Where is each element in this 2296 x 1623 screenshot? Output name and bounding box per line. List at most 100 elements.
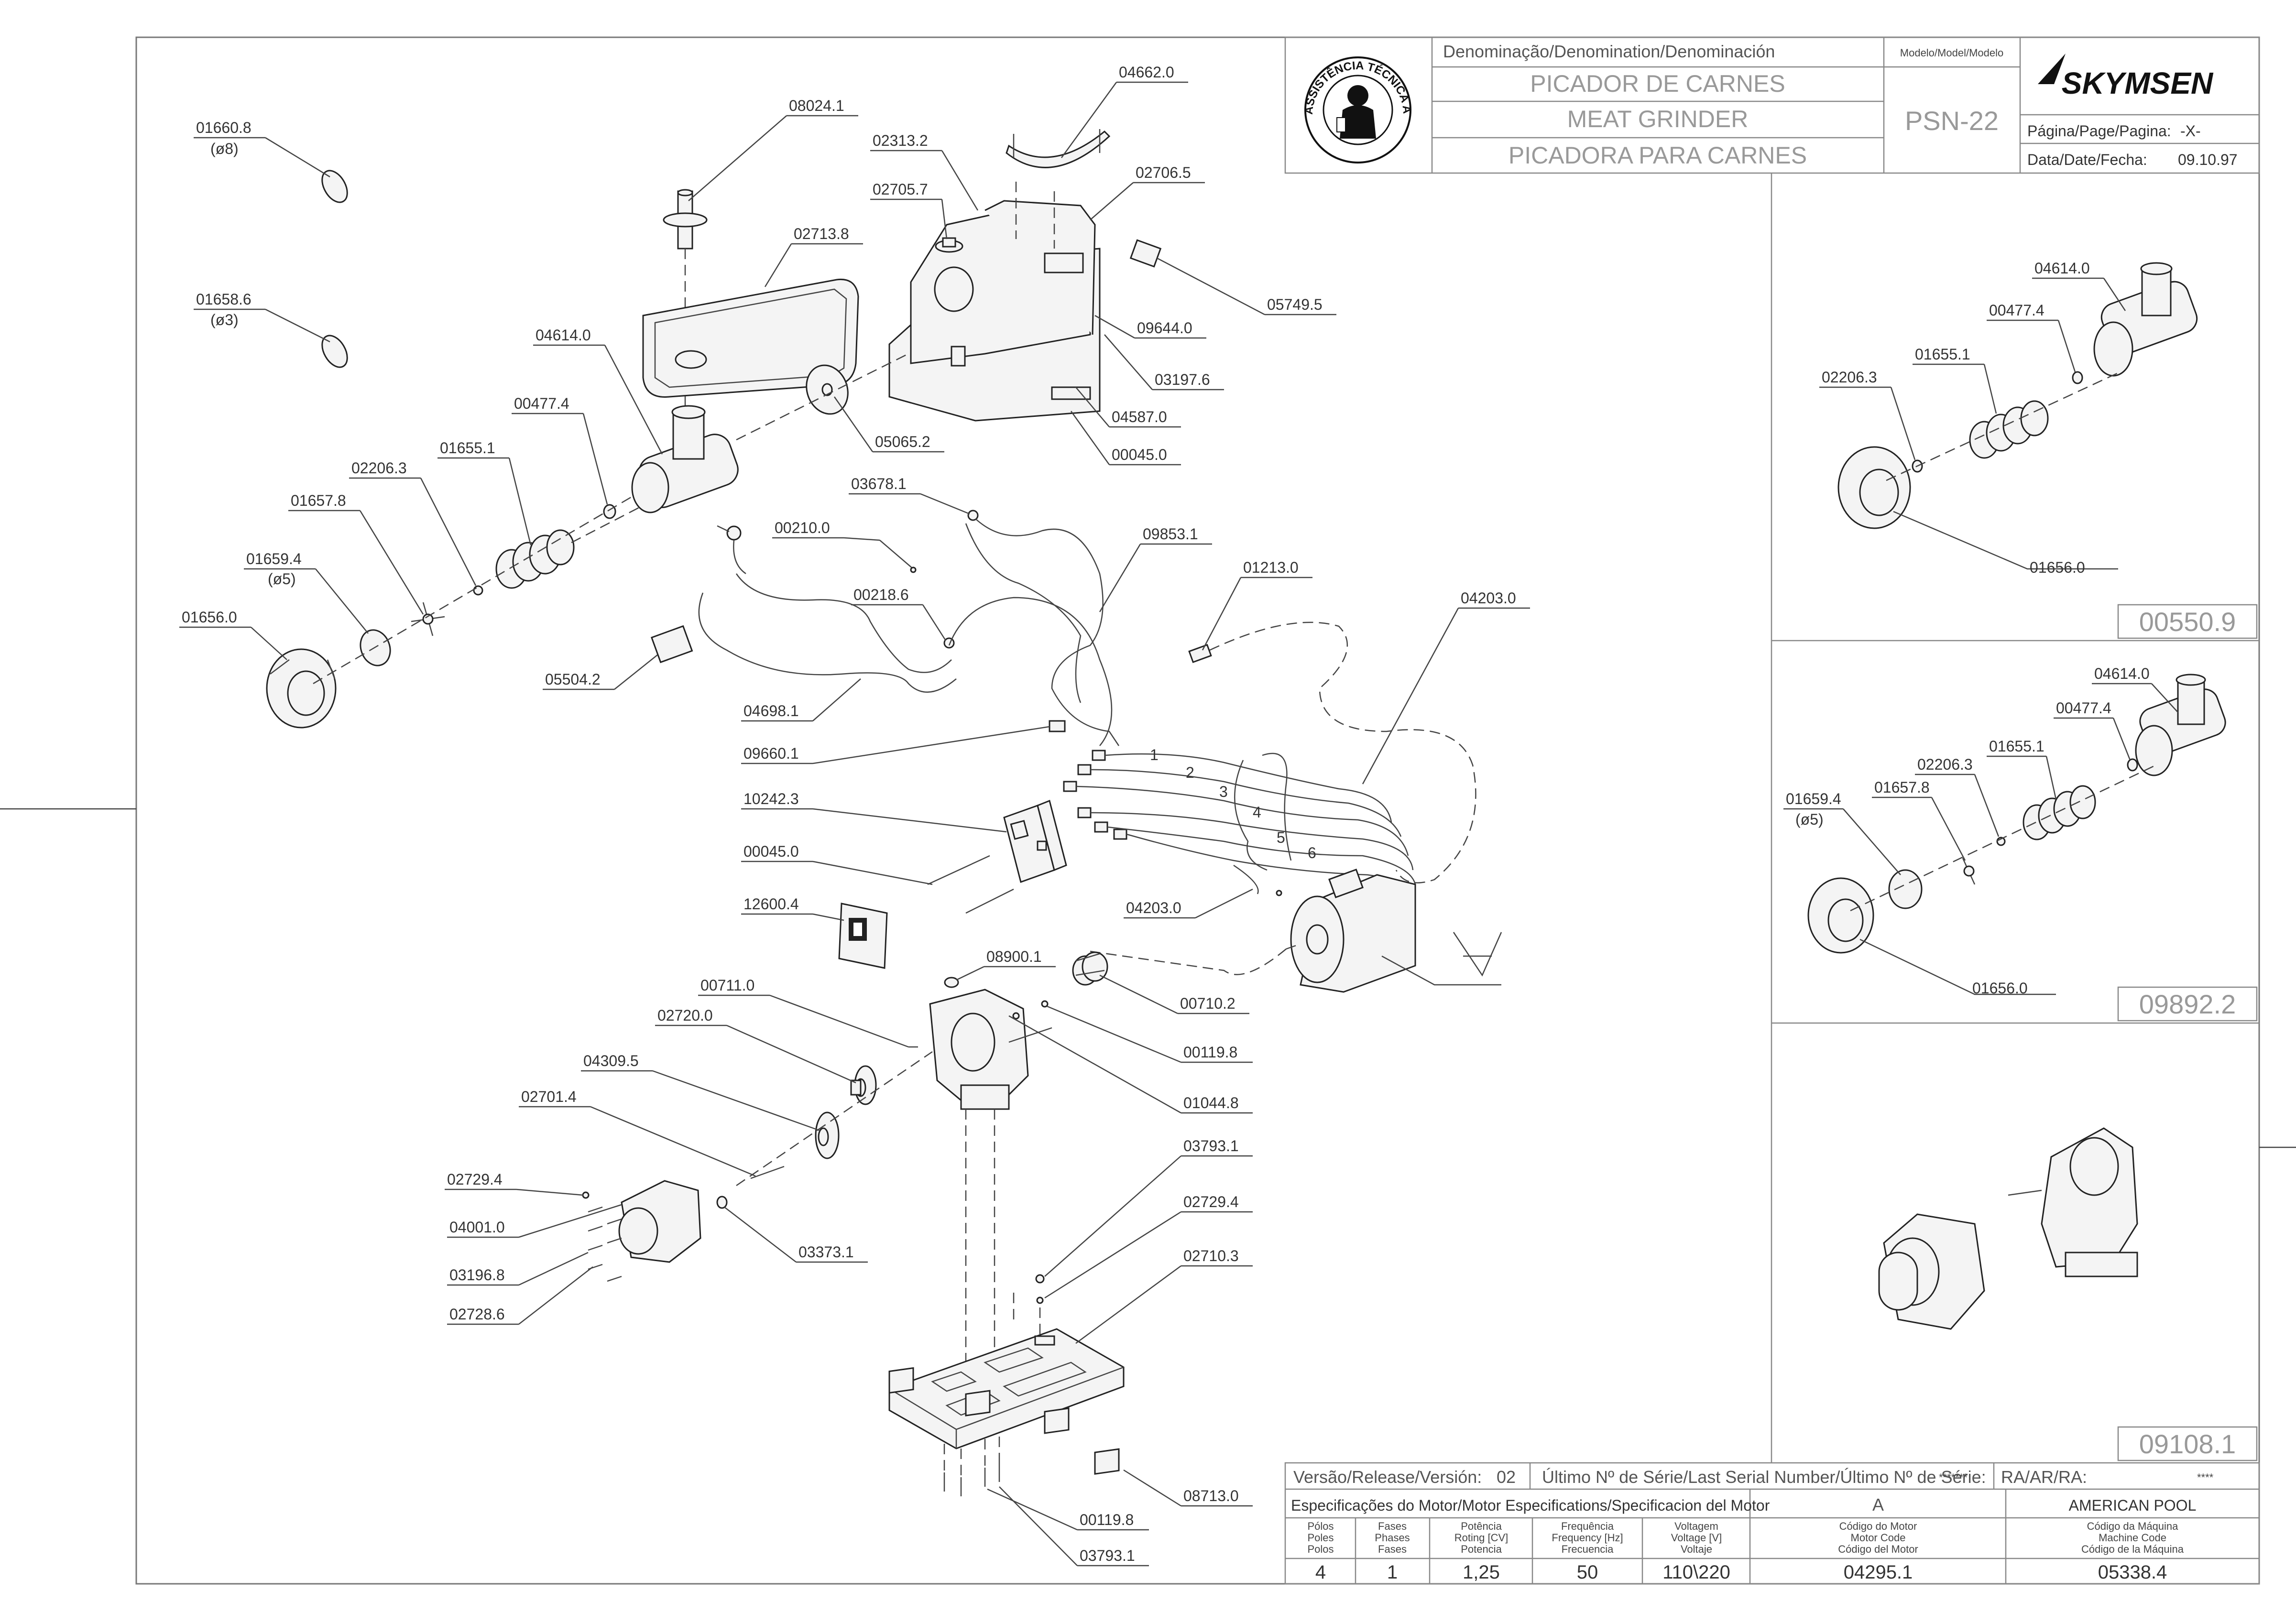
oil-cap-drawing <box>944 977 959 988</box>
plate-3mm-drawing <box>321 335 348 368</box>
gear-small-drawing <box>850 1065 877 1105</box>
thermal-protector-drawing <box>1188 643 1212 664</box>
label-03196-8: 03196.8 <box>449 1266 505 1284</box>
worm-screw-drawing <box>1969 400 2049 459</box>
label-02701-4: 02701.4 <box>521 1088 577 1105</box>
denomination-header: Denominação/Denomination/Denominación <box>1443 42 1775 61</box>
spec-header-1-1: Phases <box>1375 1532 1410 1544</box>
spec-header-5-0: Código do Motor <box>1839 1520 1917 1532</box>
panel-2-label-00477-4: 00477.4 <box>2056 699 2111 717</box>
label-dia8: (ø8) <box>210 140 239 157</box>
worm-screw-drawing <box>495 529 575 589</box>
base-frame-drawing <box>888 1328 1125 1449</box>
label-01656-0: 01656.0 <box>182 609 237 626</box>
panel-2-label-02206-3: 02206.3 <box>1917 756 1973 773</box>
spec-header-4-2: Voltaje <box>1681 1543 1712 1555</box>
washer-drawing <box>1036 1296 1044 1304</box>
label-05749-5: 05749.5 <box>1267 296 1323 313</box>
panel-2-code: 09892.2 <box>2139 989 2236 1019</box>
panel-2-label-01655-1: 01655.1 <box>1989 738 2045 755</box>
rubber-feet-drawing <box>888 1367 1120 1475</box>
label-04203-0: 04203.0 <box>1126 899 1181 916</box>
connector-drawing <box>967 510 979 521</box>
spec-header-4-0: Voltagem <box>1674 1520 1718 1532</box>
label-04587-0: 04587.0 <box>1112 408 1167 425</box>
spec-header-2-2: Potencia <box>1461 1543 1502 1555</box>
label-00045-0-top: 00045.0 <box>1112 446 1167 463</box>
label-04001-0: 04001.0 <box>449 1219 505 1236</box>
label-09853-1: 09853.1 <box>1143 525 1198 543</box>
label-04309-5: 04309.5 <box>583 1052 639 1069</box>
label-00210-0: 00210.0 <box>775 519 830 536</box>
brand-logo: SKYMSEN <box>2038 54 2214 100</box>
motor-shaft-line <box>1090 948 1287 975</box>
grinder-body-drawing <box>631 405 739 513</box>
terminal-board-drawing <box>1003 799 1067 883</box>
numbered-wires: 1 2 3 4 5 6 <box>1063 746 1416 899</box>
spec-header-2-1: Roting [CV] <box>1454 1532 1509 1544</box>
wire-number-3: 3 <box>1219 783 1228 800</box>
label-09644-0: 09644.0 <box>1137 319 1192 337</box>
knife-drawing <box>1962 858 1976 885</box>
wire-number-4: 4 <box>1253 804 1261 821</box>
label-00045-0: 00045.0 <box>743 843 799 860</box>
motor-drawing: A <box>1286 869 1502 993</box>
panel-2-label-dia5: (ø5) <box>1795 811 1824 828</box>
machine-cabinet: 04662.0 02313.2 02705.7 02706.5 05749.5 … <box>870 64 1336 466</box>
ra-value: **** <box>2197 1471 2214 1483</box>
grinder-plates: 01660.8 (ø8) 01658.6 (ø3) <box>194 119 348 368</box>
label-03793-1: 03793.1 <box>1183 1137 1239 1155</box>
wire-harness-drawing <box>975 518 1120 746</box>
pinion-drawing <box>1072 951 1108 986</box>
label-02706-5: 02706.5 <box>1136 164 1191 181</box>
spec-header-1-2: Fases <box>1378 1543 1407 1555</box>
ring-nut-drawing <box>266 648 337 729</box>
spec-value-1: 1 <box>1387 1562 1398 1583</box>
label-02313-2: 02313.2 <box>873 132 928 149</box>
label-01044-8: 01044.8 <box>1183 1094 1239 1111</box>
panel-alt-gearbox: 09108.1 <box>1878 1127 2258 1461</box>
spec-header-2-0: Potência <box>1461 1520 1502 1532</box>
label-00119-8: 00119.8 <box>1183 1044 1237 1061</box>
panel-1-label-00477-4: 00477.4 <box>1989 302 2045 319</box>
serial-label: Último Nº de Série/Last Serial Number/Úl… <box>1542 1467 1986 1487</box>
worm-screw-drawing <box>2023 785 2096 840</box>
motor-letter: A <box>1872 1495 1884 1514</box>
panel-1-code: 00550.9 <box>2139 607 2236 637</box>
pusher-and-tray: 08024.1 02713.8 <box>642 97 863 416</box>
grinder-head-assembly: 05065.2 04614.0 00477.4 01655.1 02206.3 <box>179 327 944 729</box>
gearbox-housing-drawing <box>2008 1127 2138 1277</box>
gear-cover-drawing <box>1878 1213 1985 1330</box>
wiring-label-card-drawing <box>838 903 888 969</box>
svg-text:ASSISTÊNCIA TÉCNICA AUTORIZADA: ASSISTÊNCIA TÉCNICA AUTORIZADA <box>0 0 1413 115</box>
model-header: Modelo/Model/Modelo <box>1900 47 2003 59</box>
label-09660-1: 09660.1 <box>743 745 799 762</box>
motor-spec-columns: PólosPolesPolos4FasesPhasesFases1Potênci… <box>1307 1520 2184 1583</box>
grinder-body-drawing <box>2093 262 2198 377</box>
ring-nut-drawing <box>1807 877 1874 954</box>
ring-nut-drawing <box>1837 446 1911 529</box>
spec-header-3-1: Frequency [Hz] <box>1552 1532 1623 1544</box>
electrical-assembly: 03678.1 00210.0 00218.6 09853.1 01213.0 <box>543 475 1530 969</box>
page-value: -X- <box>2180 122 2201 140</box>
knob-drawing <box>935 237 963 253</box>
sticker-drawing <box>650 625 693 664</box>
drawing-border <box>135 36 2260 1585</box>
product-name-en: MEAT GRINDER <box>1567 106 1749 132</box>
panel-3-code: 09108.1 <box>2139 1429 2236 1459</box>
shaft-drawing <box>750 1166 785 1179</box>
motor-spec-label: Especificações do Motor/Motor Especifica… <box>1291 1497 1770 1514</box>
label-08713-0: 08713.0 <box>1183 1487 1239 1504</box>
spec-value-4: 110\220 <box>1662 1562 1730 1583</box>
brand-name: SKYMSEN <box>2062 66 2214 100</box>
label-00477-4: 00477.4 <box>514 395 569 412</box>
label-12600-4: 12600.4 <box>743 895 799 913</box>
wire-number-1: 1 <box>1150 746 1159 763</box>
footer-table: Versão/Release/Versión: 02 Último Nº de … <box>1284 1462 2260 1585</box>
label-plate-drawing <box>1129 239 1162 268</box>
label-08024-1: 08024.1 <box>789 97 844 114</box>
label-02729-4-lower: 02729.4 <box>1183 1193 1239 1210</box>
label-05504-2: 05504.2 <box>545 671 601 688</box>
spec-value-3: 50 <box>1577 1562 1598 1583</box>
label-02728-6: 02728.6 <box>449 1306 505 1323</box>
